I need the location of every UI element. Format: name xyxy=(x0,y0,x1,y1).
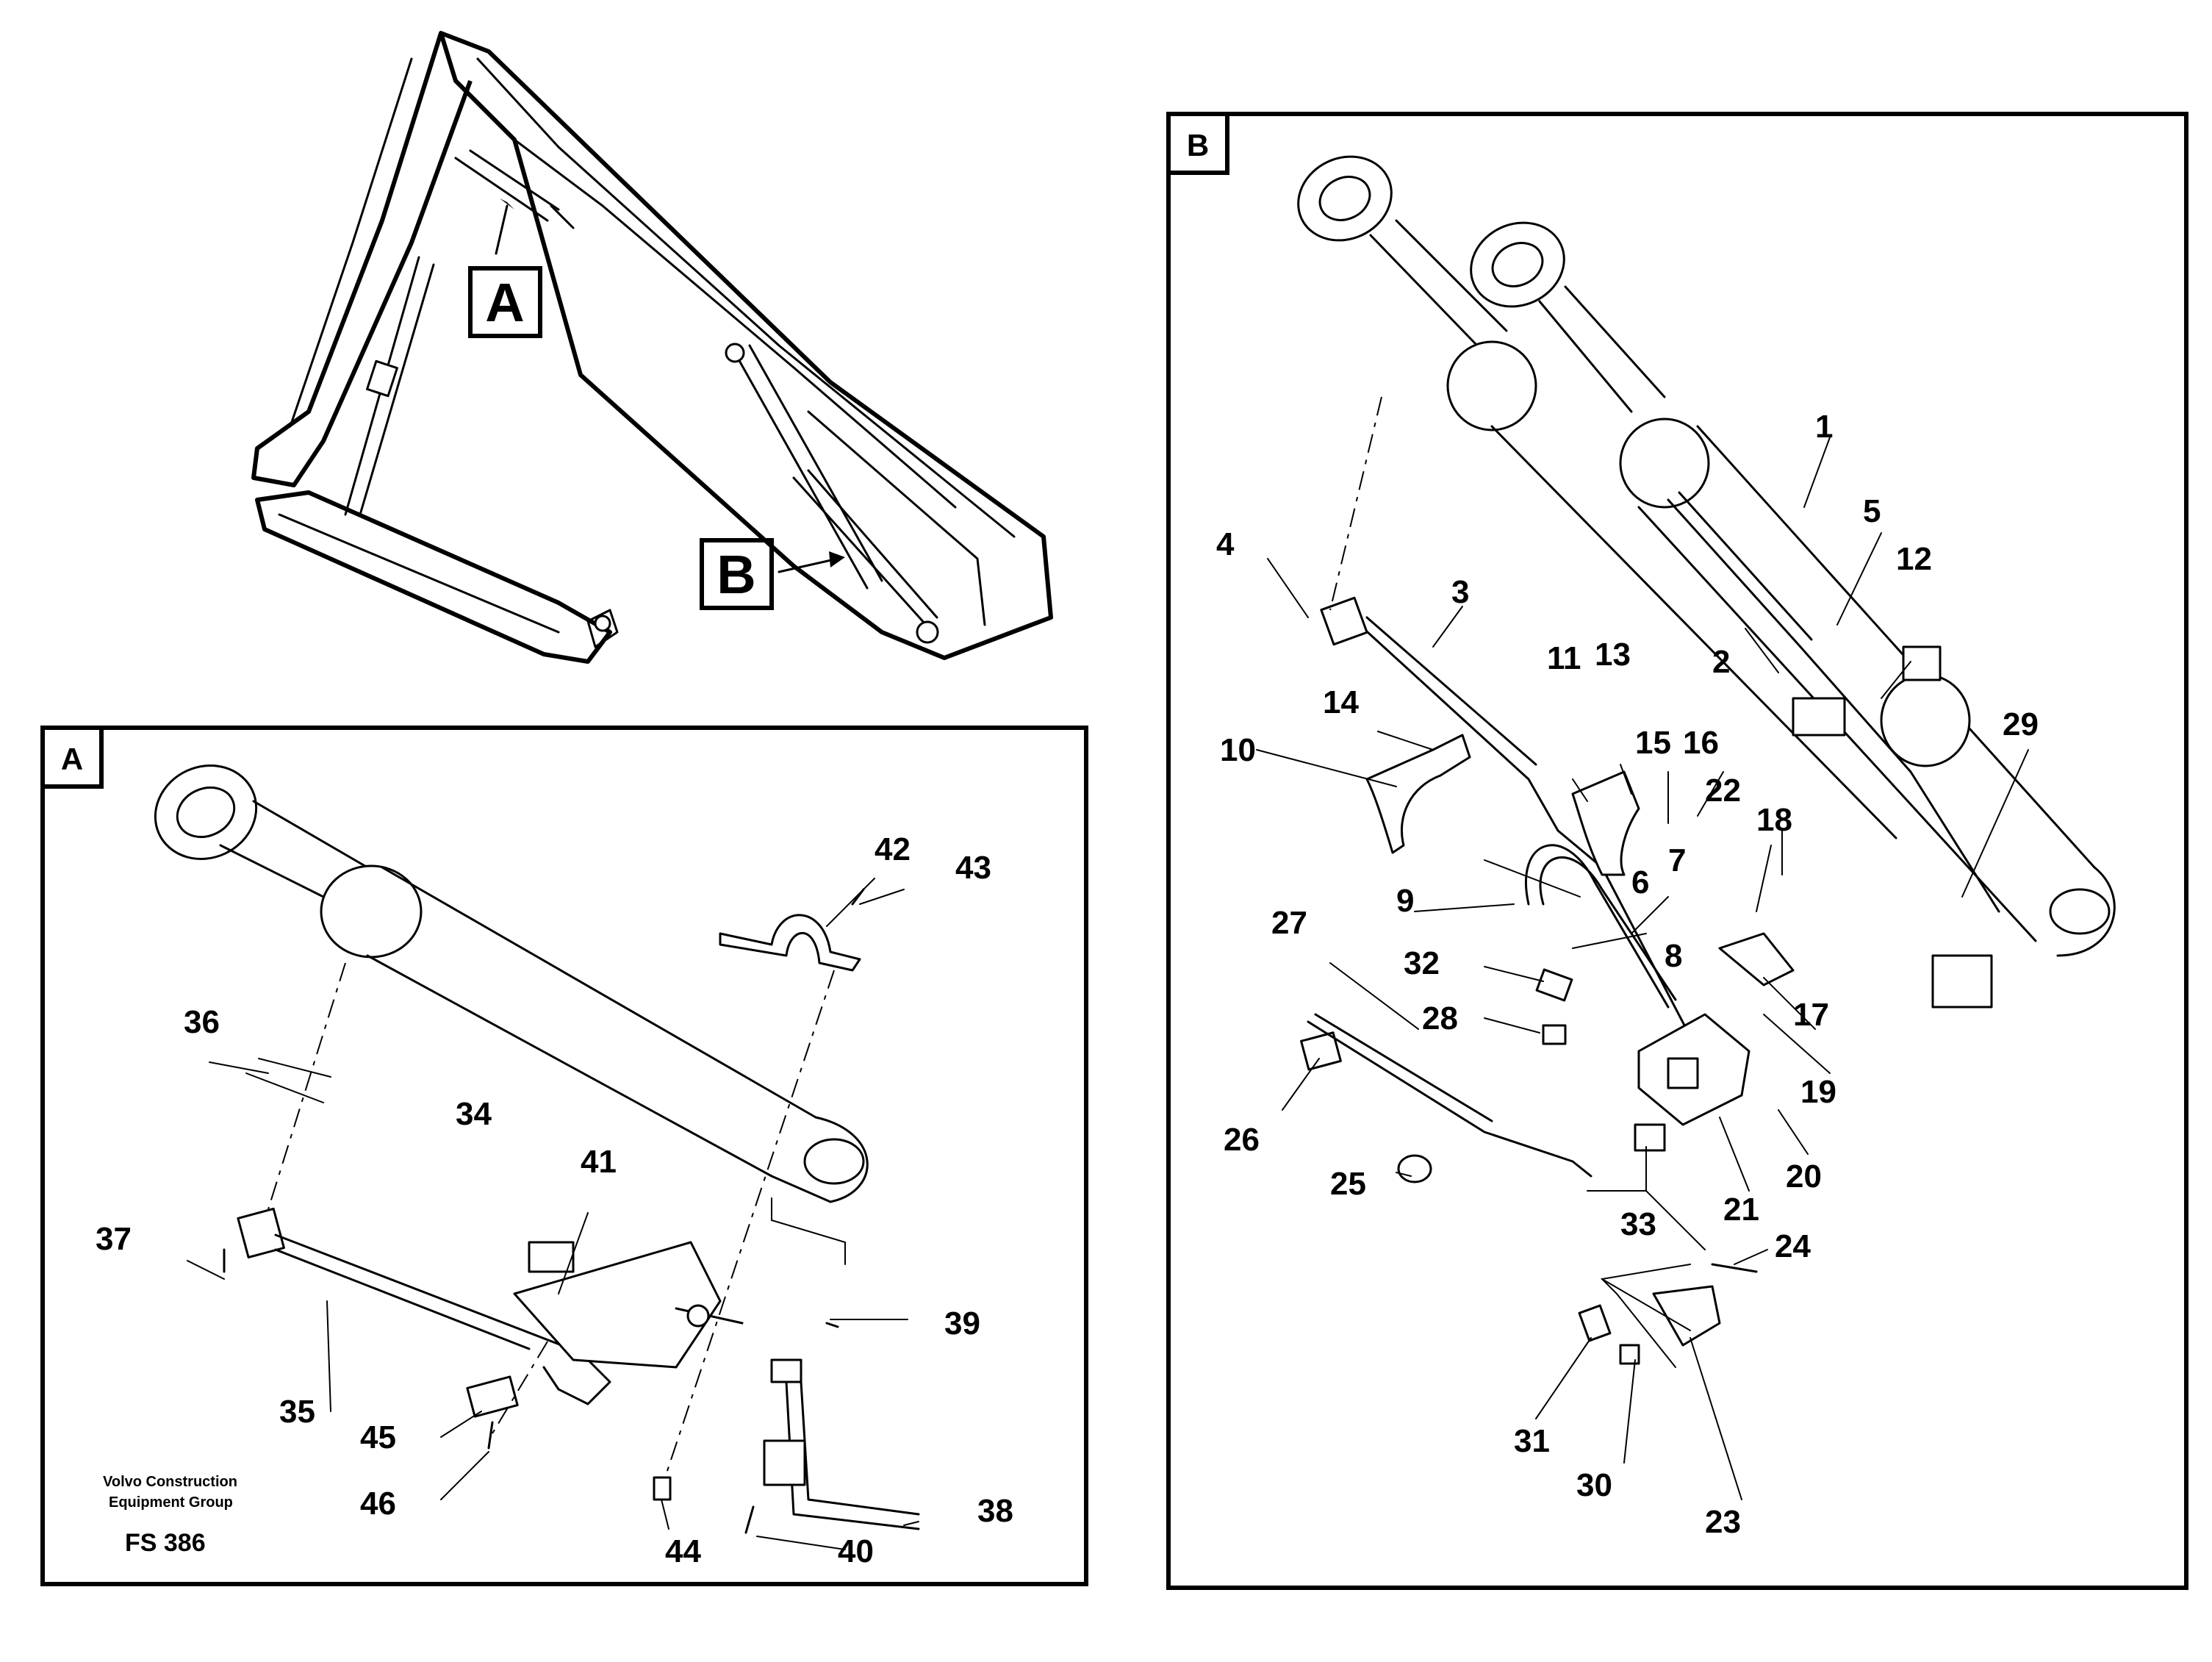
part-number-9: 9 xyxy=(1396,883,1414,919)
part-number-22: 22 xyxy=(1705,773,1741,809)
part-number-3: 3 xyxy=(1451,574,1469,610)
part-number-33: 33 xyxy=(1620,1206,1656,1242)
part-number-17: 17 xyxy=(1793,997,1829,1033)
panel-b: B xyxy=(1166,112,2188,1590)
part-number-39: 39 xyxy=(944,1305,980,1342)
part-number-31: 31 xyxy=(1514,1423,1550,1459)
part-number-45: 45 xyxy=(360,1419,396,1455)
part-number-29: 29 xyxy=(2003,706,2039,742)
part-number-13: 13 xyxy=(1595,637,1631,673)
cylinder-rear xyxy=(1297,155,1897,839)
figure-code: FS 386 xyxy=(125,1529,206,1557)
part-number-21: 21 xyxy=(1723,1192,1759,1228)
part-number-8: 8 xyxy=(1665,938,1682,974)
part-number-1: 1 xyxy=(1815,409,1833,445)
part-number-19: 19 xyxy=(1800,1074,1836,1110)
part-number-34: 34 xyxy=(456,1096,492,1132)
part-number-40: 40 xyxy=(838,1533,874,1569)
callout-a: A xyxy=(468,266,542,338)
part-number-18: 18 xyxy=(1756,802,1792,838)
part-number-25: 25 xyxy=(1330,1166,1366,1202)
part-number-38: 38 xyxy=(977,1493,1013,1529)
part-number-11: 11 xyxy=(1547,640,1581,676)
part-number-41: 41 xyxy=(581,1144,617,1180)
company-line1: Volvo Construction xyxy=(103,1474,237,1490)
svg-text:B: B xyxy=(1187,128,1209,162)
part-number-16: 16 xyxy=(1683,725,1719,761)
part-number-2: 2 xyxy=(1712,644,1730,680)
svg-text:A: A xyxy=(61,742,83,776)
part-number-44: 44 xyxy=(665,1533,701,1569)
panel-a: A xyxy=(40,726,1088,1586)
company-line2: Equipment Group xyxy=(109,1494,233,1511)
svg-text:A: A xyxy=(485,272,524,333)
part-number-26: 26 xyxy=(1224,1122,1260,1158)
cylinder-1 xyxy=(1470,221,2116,957)
part-number-5: 5 xyxy=(1863,493,1881,529)
part-number-12: 12 xyxy=(1896,541,1932,577)
part-number-24: 24 xyxy=(1775,1228,1811,1264)
clamp-42 xyxy=(719,914,861,972)
part-number-6: 6 xyxy=(1631,864,1649,900)
part-number-28: 28 xyxy=(1422,1000,1458,1036)
part-number-46: 46 xyxy=(360,1486,396,1522)
cylinder-34 xyxy=(154,764,869,1203)
pipe-38 xyxy=(763,1358,920,1530)
rod-35 xyxy=(237,1207,611,1405)
part-number-20: 20 xyxy=(1786,1158,1822,1194)
part-number-42: 42 xyxy=(875,831,911,867)
part-number-36: 36 xyxy=(184,1004,220,1040)
part-number-7: 7 xyxy=(1668,842,1686,878)
callout-b: B xyxy=(700,538,774,610)
part-number-43: 43 xyxy=(955,850,991,886)
part-number-4: 4 xyxy=(1216,526,1235,562)
svg-text:B: B xyxy=(717,544,755,605)
part-number-32: 32 xyxy=(1404,945,1440,981)
part-number-37: 37 xyxy=(96,1221,132,1257)
part-number-23: 23 xyxy=(1705,1504,1741,1540)
boom-overview xyxy=(251,31,1053,664)
part-number-14: 14 xyxy=(1323,684,1359,720)
part-number-35: 35 xyxy=(279,1394,315,1430)
part-number-30: 30 xyxy=(1576,1467,1612,1503)
valve-block-21 xyxy=(1637,1013,1750,1126)
part-number-10: 10 xyxy=(1220,732,1256,768)
part-number-15: 15 xyxy=(1635,725,1671,761)
part-number-27: 27 xyxy=(1271,905,1307,941)
bracket-41 xyxy=(513,1241,744,1369)
